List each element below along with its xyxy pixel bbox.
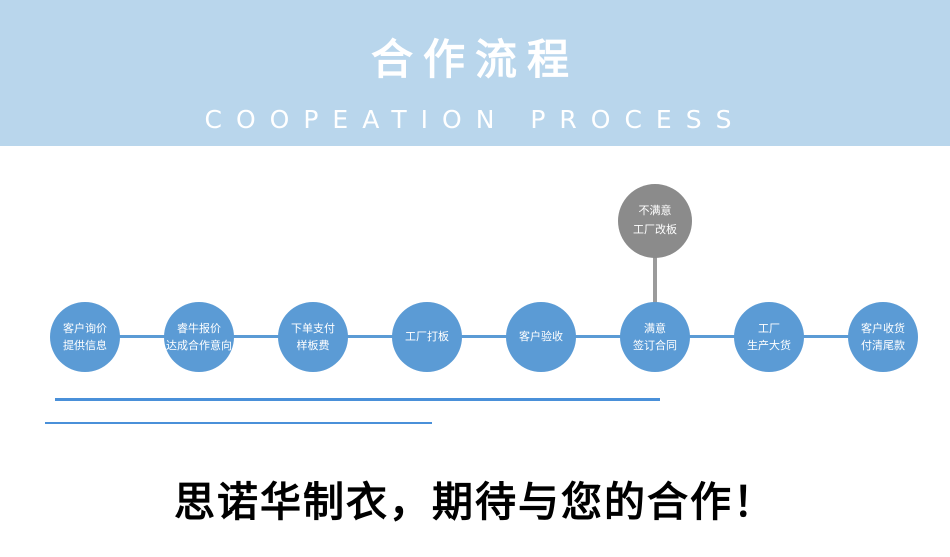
flow-step-inquiry: 客户询价 提供信息 xyxy=(50,302,120,372)
page-subtitle: COOPEATION PROCESS xyxy=(204,105,746,134)
flow-step-label: 不满意 xyxy=(638,204,672,218)
flow-step-customer-check: 客户验收 xyxy=(506,302,576,372)
flow-step-label: 签订合同 xyxy=(633,339,677,352)
flow-step-quote: 睿牛报价 达成合作意向 xyxy=(164,302,234,372)
flow-step-factory-sample: 工厂打板 xyxy=(392,302,462,372)
flow-step-receive-pay-balance: 客户收货 付清尾款 xyxy=(848,302,918,372)
flow-step-label: 工厂打板 xyxy=(405,330,449,344)
flow-step-label: 工厂 xyxy=(758,321,780,335)
flow-step-bulk-production: 工厂 生产大货 xyxy=(734,302,804,372)
decorative-underline-long xyxy=(55,398,660,401)
flow-step-label: 达成合作意向 xyxy=(166,339,232,352)
flow-step-label: 下单支付 xyxy=(291,321,335,335)
flow-step-label: 提供信息 xyxy=(63,339,107,352)
flow-step-label: 付清尾款 xyxy=(861,339,905,352)
flow-step-label: 客户收货 xyxy=(861,321,905,335)
main-connector-line xyxy=(85,335,883,338)
flow-step-label: 样板费 xyxy=(296,339,330,352)
slogan-text: 思诺华制衣，期待与您的合作！ xyxy=(174,478,776,526)
flow-step-label: 客户验收 xyxy=(519,330,563,344)
flow-step-sign-contract: 满意 签订合同 xyxy=(620,302,690,372)
cooperation-flow-diagram: 不满意 工厂改板 客户询价 提供信息 睿牛报价 达成合作意向 下单支付 样板费 … xyxy=(0,146,950,557)
flow-step-label: 满意 xyxy=(644,321,666,335)
flow-step-label: 客户询价 xyxy=(63,321,107,335)
flow-step-alt-unsatisfied: 不满意 工厂改板 xyxy=(618,184,692,258)
flow-step-label: 工厂改板 xyxy=(633,223,677,236)
flow-steps-row: 客户询价 提供信息 睿牛报价 达成合作意向 下单支付 样板费 工厂打板 客户验收… xyxy=(50,302,918,372)
flow-step-order-pay: 下单支付 样板费 xyxy=(278,302,348,372)
banner: 合作流程 COOPEATION PROCESS xyxy=(0,0,950,146)
flow-step-label: 生产大货 xyxy=(747,339,791,352)
page-title: 合作流程 xyxy=(370,35,579,84)
alt-branch-connector-line xyxy=(653,254,657,304)
flow-step-label: 睿牛报价 xyxy=(177,321,221,335)
decorative-underline-short xyxy=(45,422,432,424)
